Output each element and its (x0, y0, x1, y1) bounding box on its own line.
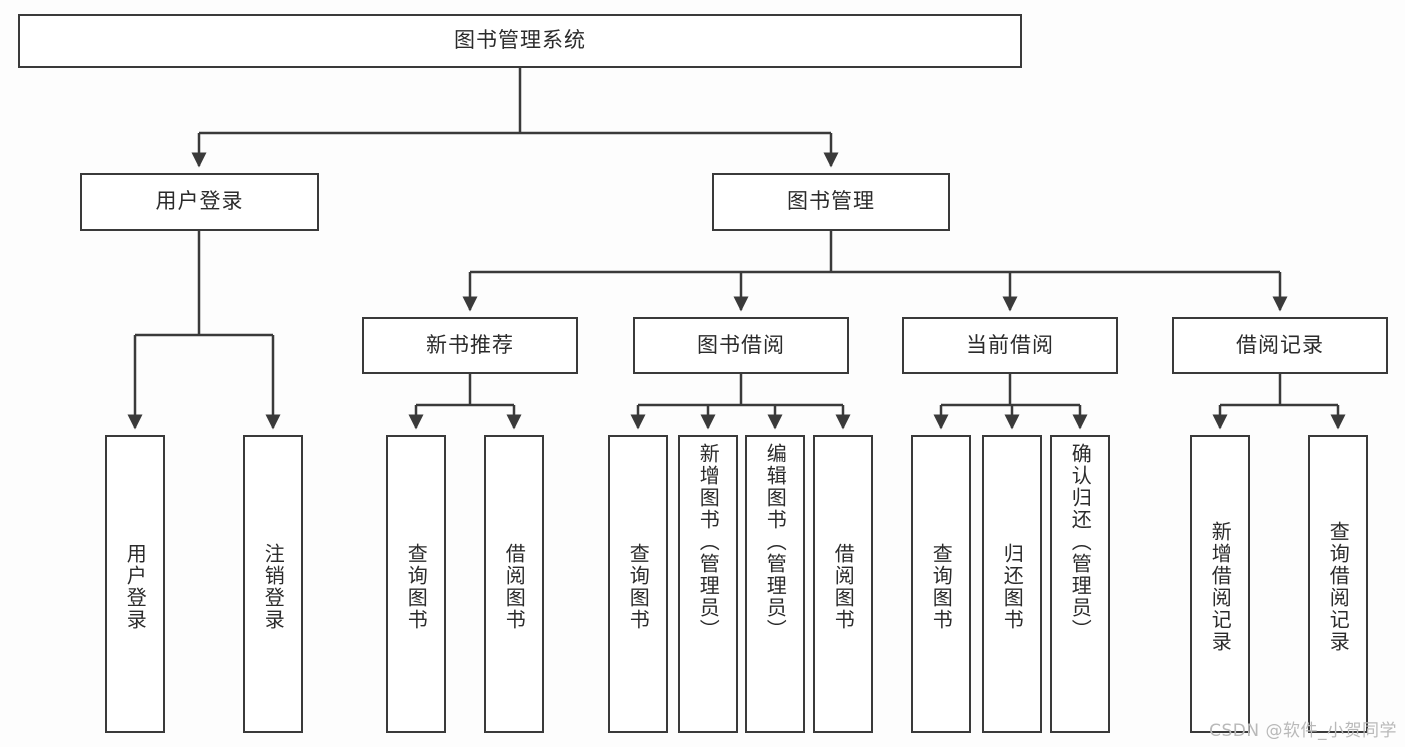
node-user-login[interactable]: 用户登录 (80, 173, 319, 231)
node-leaf-return-book[interactable]: 归还图书 (982, 435, 1042, 733)
node-new-book-recommend[interactable]: 新书推荐 (362, 317, 578, 374)
node-leaf-confirm-return-label: 确认归还（管理员） (1068, 443, 1093, 641)
node-leaf-query-record-label: 查询借阅记录 (1326, 521, 1351, 653)
node-leaf-add-book-label: 新增图书（管理员） (696, 443, 721, 641)
node-leaf-user-logout[interactable]: 注销登录 (243, 435, 303, 733)
node-leaf-query-record[interactable]: 查询借阅记录 (1308, 435, 1368, 733)
node-leaf-add-book[interactable]: 新增图书（管理员） (678, 435, 738, 733)
node-leaf-borrow-book-2[interactable]: 借阅图书 (813, 435, 873, 733)
node-leaf-borrow-book-1-label: 借阅图书 (502, 543, 527, 631)
node-leaf-query-book-2[interactable]: 查询图书 (608, 435, 668, 733)
node-leaf-user-login-label: 用户登录 (123, 543, 148, 631)
node-borrow-record[interactable]: 借阅记录 (1172, 317, 1388, 374)
node-leaf-confirm-return[interactable]: 确认归还（管理员） (1050, 435, 1110, 733)
node-leaf-add-record[interactable]: 新增借阅记录 (1190, 435, 1250, 733)
node-book-manage-label: 图书管理 (787, 189, 875, 214)
node-leaf-borrow-book-1[interactable]: 借阅图书 (484, 435, 544, 733)
node-current-borrow-label: 当前借阅 (966, 332, 1054, 357)
node-leaf-user-logout-label: 注销登录 (261, 543, 286, 631)
node-book-borrow[interactable]: 图书借阅 (633, 317, 849, 374)
node-leaf-query-book-3[interactable]: 查询图书 (911, 435, 971, 733)
node-leaf-edit-book-label: 编辑图书（管理员） (763, 443, 788, 641)
node-user-login-label: 用户登录 (155, 189, 244, 214)
node-leaf-query-book-2-label: 查询图书 (626, 543, 651, 631)
node-current-borrow[interactable]: 当前借阅 (902, 317, 1118, 374)
watermark: CSDN @软件_小贺同学 (1209, 721, 1397, 741)
node-leaf-query-book-1[interactable]: 查询图书 (386, 435, 446, 733)
node-borrow-record-label: 借阅记录 (1236, 332, 1324, 357)
node-root-label: 图书管理系统 (454, 28, 586, 53)
node-leaf-borrow-book-2-label: 借阅图书 (831, 543, 856, 631)
node-book-manage[interactable]: 图书管理 (712, 173, 950, 231)
node-leaf-query-book-1-label: 查询图书 (404, 543, 429, 631)
node-leaf-edit-book[interactable]: 编辑图书（管理员） (745, 435, 805, 733)
node-leaf-user-login[interactable]: 用户登录 (105, 435, 165, 733)
node-new-book-recommend-label: 新书推荐 (426, 332, 514, 357)
node-leaf-query-book-3-label: 查询图书 (929, 543, 954, 631)
node-book-borrow-label: 图书借阅 (697, 332, 785, 357)
node-leaf-return-book-label: 归还图书 (1000, 543, 1025, 631)
node-leaf-add-record-label: 新增借阅记录 (1208, 521, 1233, 653)
node-root[interactable]: 图书管理系统 (18, 14, 1022, 68)
